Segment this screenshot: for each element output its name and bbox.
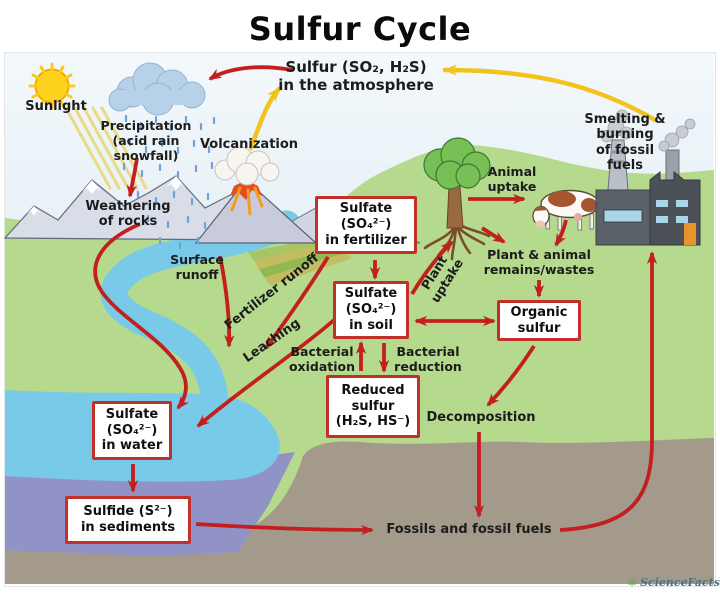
sunbeams (64, 106, 148, 190)
sun-illustration (28, 62, 148, 190)
diagram-title: Sulfur Cycle (248, 10, 472, 48)
rain-cloud-illustration (108, 62, 216, 250)
arrow-precipitation-to-rocks (126, 157, 139, 198)
label-animal-uptake: Animal uptake (487, 164, 537, 194)
flower-logo-icon: ❋ (627, 575, 638, 589)
box-sulfide-sediments: Sulfide (S²⁻) in sediments (65, 496, 191, 544)
label-surface-runoff: Surface runoff (170, 252, 224, 282)
arrow-smelting-to-atmosphere (442, 64, 658, 123)
brand-logo: ❋ ScienceFacts .net (627, 575, 720, 589)
arrow-leaching (196, 318, 336, 428)
scene-frame (4, 52, 716, 587)
label-precipitation: Precipitation (acid rain snowfall) (100, 118, 192, 163)
brand-name: ScienceFacts (640, 576, 720, 589)
arrow-sediments-to-fossils (195, 522, 374, 536)
label-decomposition: Decomposition (426, 410, 536, 425)
rain-drops (122, 114, 216, 250)
box-reduced-sulfur: Reduced sulfur (H₂S, HS⁻) (326, 375, 420, 438)
label-bacterial-oxidation: Bacterial oxidation (288, 344, 356, 374)
river-illustration (100, 210, 301, 406)
arrow-fertilizer-runoff (264, 255, 330, 350)
arrow-plant-remains (480, 226, 506, 244)
atmosphere-label: Sulfur (SO₂, H₂S) in the atmosphere (278, 58, 434, 94)
arrow-volcano-to-atmosphere (248, 86, 282, 151)
label-plant-animal-remains: Plant & animal remains/wastes (483, 247, 595, 277)
box-sulfate-soil: Sulfate (SO₄²⁻) in soil (333, 281, 409, 339)
box-organic-sulfur: Organic sulfur (497, 300, 581, 341)
volcano-illustration (194, 146, 318, 244)
label-sunlight: Sunlight (25, 99, 87, 114)
label-weathering-of-rocks: Weathering of rocks (85, 199, 171, 230)
label-fossils: Fossils and fossil fuels (386, 522, 552, 537)
label-bacterial-reduction: Bacterial reduction (394, 344, 462, 374)
box-sulfate-fertilizer: Sulfate (SO₄²⁻) in fertilizer (315, 196, 417, 254)
box-sulfate-water: Sulfate (SO₄²⁻) in water (92, 401, 172, 460)
label-volcanization: Volcanization (199, 137, 299, 152)
arrow-animal-remains (554, 219, 568, 247)
tree-illustration (423, 137, 491, 261)
arrow-fossils-to-smelting (559, 251, 658, 532)
label-smelting: Smelting & burning of fossil fuels (584, 112, 666, 173)
cow-illustration (532, 189, 605, 231)
arrow-atmosphere-to-precipitation (208, 65, 293, 81)
factory-illustration (595, 109, 701, 246)
arrow-surface-runoff (218, 255, 235, 348)
arrow-weathering-runoff (93, 222, 189, 410)
arrow-plant-uptake (410, 240, 454, 295)
arrow-organic-to-decomposition (486, 344, 536, 407)
